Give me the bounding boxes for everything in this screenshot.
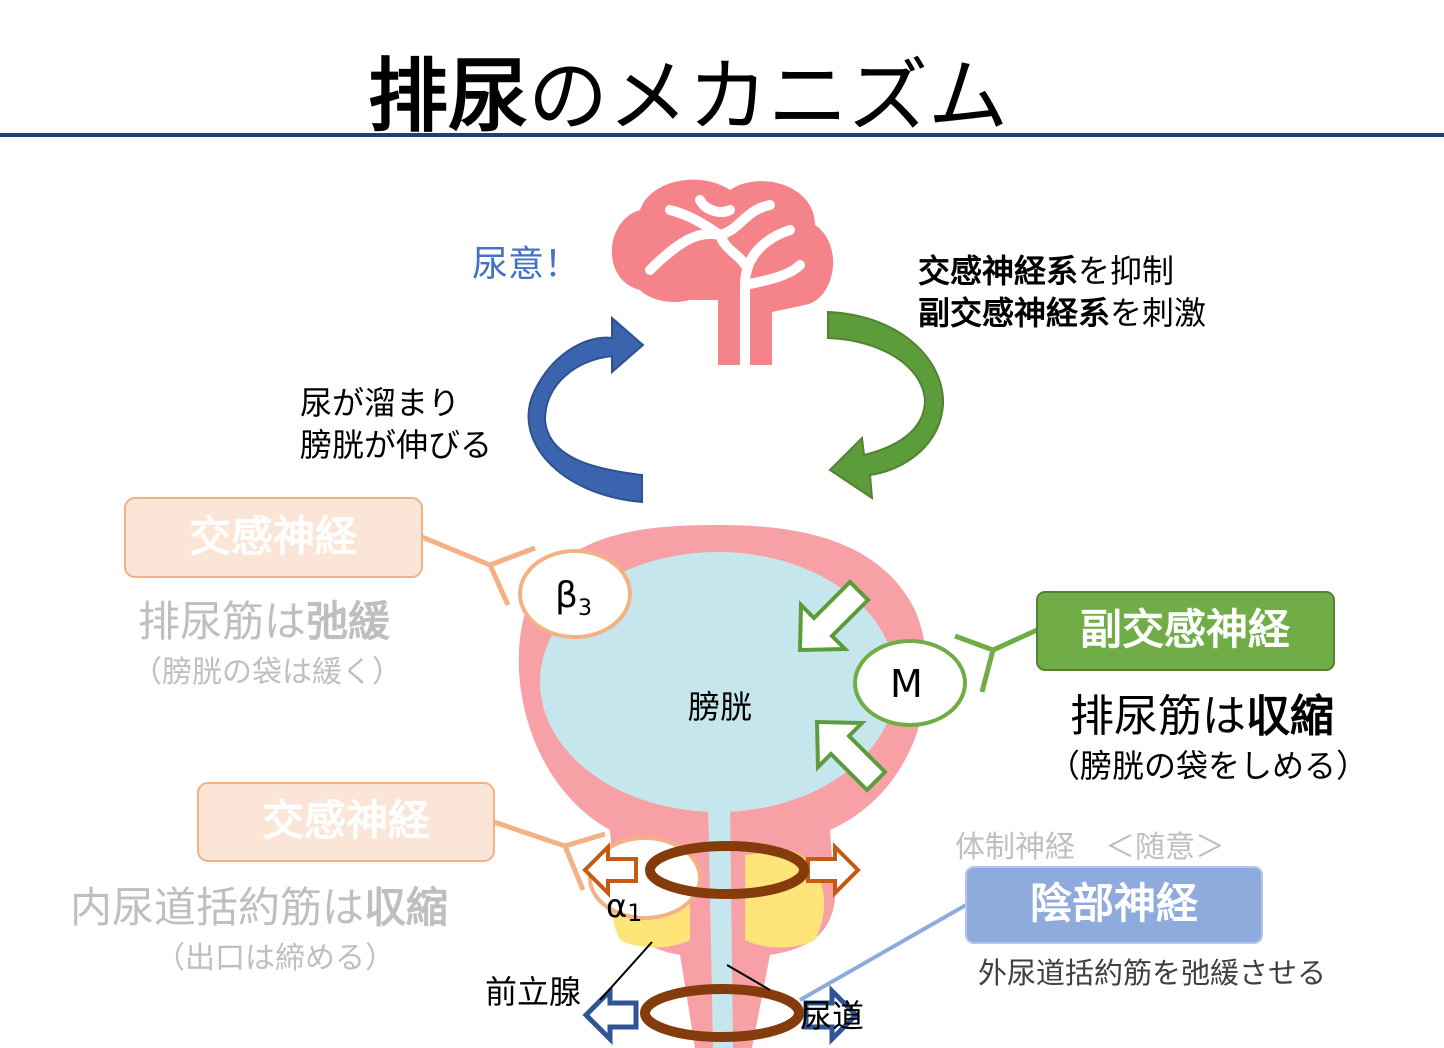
- parasympathetic-box-label: 副交感神経: [1080, 605, 1291, 654]
- internal-sphincter-ring: [645, 841, 809, 899]
- green-curved-arrow-icon: [827, 310, 945, 500]
- title-rule: [0, 133, 1444, 137]
- right-loop-line1: 交感神経系を抑制: [918, 252, 1174, 290]
- somatic-header: 体制神経 ＜随意＞: [955, 830, 1225, 865]
- pudendal-box-label: 陰部神経: [1030, 879, 1199, 928]
- parasympathetic-line2: （膀胱の袋をしめる）: [1048, 747, 1368, 785]
- external-sphincter-ring: [640, 984, 804, 1042]
- beta3-label: β3: [555, 575, 592, 621]
- alpha1-label: α1: [606, 887, 642, 927]
- beta3-receptor: [518, 549, 632, 639]
- sympathetic-box-top: [124, 497, 423, 578]
- sympathetic-top-line1: 排尿筋は弛緩: [138, 597, 391, 646]
- sympathetic-box-top-label: 交感神経: [189, 512, 358, 561]
- sympathetic-box-bottom-label: 交感神経: [262, 796, 431, 845]
- m-label: M: [890, 662, 923, 706]
- urethra-pointer: [726, 964, 771, 991]
- left-orange-arrow-icon: [582, 842, 638, 898]
- parasympathetic-box: [1036, 591, 1335, 671]
- m-receptor: [853, 639, 967, 727]
- sympathetic-nerve-line: [421, 534, 606, 891]
- contract-arrow-icon: [797, 579, 871, 653]
- sympathetic-top-line2: （膀胱の袋は緩く）: [132, 655, 402, 690]
- bladder-label: 膀胱: [688, 688, 752, 726]
- right-blue-arrow-icon: [803, 984, 860, 1046]
- pudendal-desc: 外尿道括約筋を弛緩させる: [978, 956, 1326, 990]
- urge-label: 尿意！: [472, 244, 580, 285]
- parasympathetic-nerve-line: [954, 627, 1039, 693]
- brain-icon: [611, 179, 834, 370]
- left-loop-line1: 尿が溜まり: [300, 384, 460, 422]
- parasympathetic-line1: 排尿筋は収縮: [1070, 691, 1334, 742]
- contract-arrow-icon: [814, 719, 888, 793]
- sympathetic-box-bottom: [197, 782, 495, 862]
- sympathetic-bottom-line1: 内尿道括約筋は収縮: [70, 883, 448, 932]
- left-loop-line2: 膀胱が伸びる: [300, 426, 492, 464]
- pudendal-box: [965, 866, 1263, 944]
- left-blue-arrow-icon: [582, 984, 639, 1046]
- urethra-label: 尿道: [800, 997, 864, 1035]
- prostate-pointer: [599, 941, 653, 1001]
- sympathetic-bottom-line2: （出口は締める）: [155, 941, 395, 976]
- pudendal-nerve-line: [799, 903, 967, 1002]
- prostate-label: 前立腺: [485, 973, 581, 1011]
- blue-curved-arrow-icon: [527, 315, 645, 504]
- right-loop-line2: 副交感神経系を刺激: [918, 294, 1206, 332]
- page-title: 排尿のメカニズム: [368, 50, 1008, 143]
